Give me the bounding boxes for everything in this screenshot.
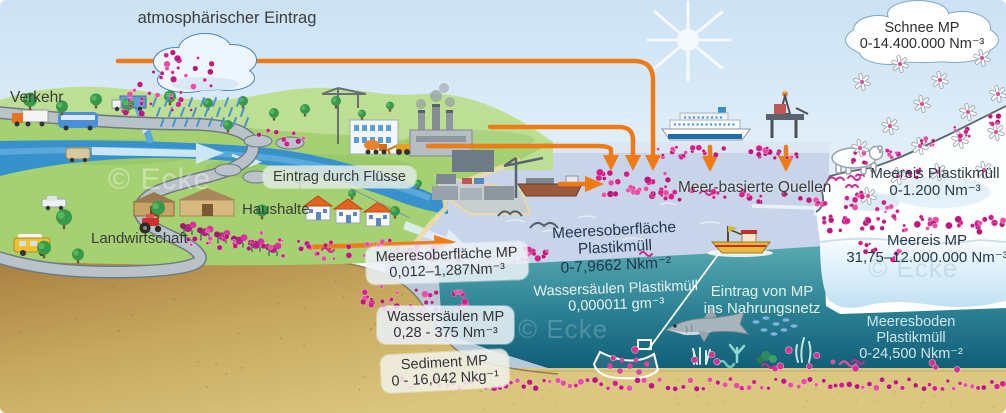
deep-sea xyxy=(438,246,1006,372)
seafloor-litter-label: Meeresboden Plastikmüll 0-24,500 Nkm⁻² xyxy=(859,314,963,363)
sea-ice-underwater xyxy=(820,242,1006,310)
house-icon xyxy=(302,195,334,221)
atmospheric-input-label: atmosphärischer Eintrag xyxy=(137,9,317,27)
water-column-mp-label: Wassersäulen MP 0,28 - 375 Nm⁻³ xyxy=(377,306,515,345)
sun-icon xyxy=(646,0,732,82)
river xyxy=(0,140,448,214)
industrial-building xyxy=(452,150,494,172)
trawl-line xyxy=(647,251,721,351)
pink-bird-icon xyxy=(827,173,865,189)
loader-icon xyxy=(386,144,410,155)
car-icon xyxy=(41,196,67,211)
house-icon xyxy=(362,201,394,227)
sea-surface xyxy=(398,142,830,268)
warehouse-icons xyxy=(432,174,514,200)
cement-mixer-icon xyxy=(364,140,387,155)
traffic-label: Verkehr xyxy=(10,89,64,106)
truck-icon xyxy=(12,109,49,127)
sand-texture xyxy=(19,280,995,410)
sediment-mp-label: Sediment MP 0 - 16,042 Nkg⁻¹ xyxy=(380,348,510,394)
households-label: Haushalte xyxy=(242,201,310,218)
sea-ice-mp-value: 31,75–12.000.000 Nm⁻³ xyxy=(846,248,1006,266)
sea-based-sources-label: Meer-basierte Quellen xyxy=(678,179,832,196)
flow-arrowheads xyxy=(434,155,794,251)
shark-icon xyxy=(664,306,750,342)
ice-shading xyxy=(890,176,990,208)
fish-school xyxy=(752,316,798,336)
river-input-label: Eintrag durch Flüsse xyxy=(263,166,416,189)
food-web-label: Eintrag von MP ins Nahrungsnetz xyxy=(703,283,821,317)
waves xyxy=(504,202,721,241)
snow-cloud-icon xyxy=(845,0,999,65)
house-icon xyxy=(332,198,364,224)
water-column-litter-label: Wassersäulen Plastikmüll 0,000011 gm⁻³ xyxy=(533,278,699,315)
road-surface xyxy=(0,107,259,278)
snow-mp-label: Schnee MP 0-14.400.000 Nm⁻³ xyxy=(859,20,985,53)
sea-ice-litter-value: 0-1.200 Nm⁻³ xyxy=(889,181,981,199)
fishing-boat-icon xyxy=(707,226,773,257)
crop-row xyxy=(180,221,282,256)
van-icon xyxy=(65,147,91,163)
sea-ice-litter-label: Meereis Plastikmüll 0-1.200 Nm⁻³ xyxy=(870,165,1000,199)
water-column-mp-value: 0,28 - 375 Nm⁻³ xyxy=(393,325,498,342)
seafloor-litter-value: 0-24,500 Nkm⁻² xyxy=(859,346,963,363)
trawl-net-icon xyxy=(592,339,660,380)
agriculture-label: Landwirtschaft xyxy=(91,230,188,247)
cargo-ship-icon xyxy=(517,175,583,197)
tractor-icon xyxy=(139,214,162,234)
barn-icon xyxy=(178,188,236,217)
oil-platform-icon xyxy=(766,90,809,138)
cruise-ship-icon xyxy=(661,107,751,141)
snow-mp-value: 0-14.400.000 Nm⁻³ xyxy=(859,36,985,53)
river-flow-arrow xyxy=(92,143,224,164)
flow-arrows xyxy=(115,58,789,250)
seagull-icon xyxy=(497,210,559,229)
factory-icon xyxy=(409,83,473,157)
coral-icons xyxy=(692,337,858,369)
sea-surface-litter-label: Meeresoberfläche Plastikmüll 0-7,9662 Nk… xyxy=(551,218,677,277)
sea-surface-mp-label: Meeresoberfläche MP 0,012–1,287Nm⁻³ xyxy=(365,241,529,286)
connector-line xyxy=(349,187,411,219)
port-crane-icon xyxy=(503,156,544,198)
bus-icon xyxy=(58,112,98,131)
snowflake-icons xyxy=(851,49,1006,205)
sea-ice-mp-label: Meereis MP 31,75–12.000.000 Nm⁻³ xyxy=(846,232,1006,266)
ice-bottom-edge xyxy=(829,300,1006,311)
ice-waterline xyxy=(819,237,1006,245)
